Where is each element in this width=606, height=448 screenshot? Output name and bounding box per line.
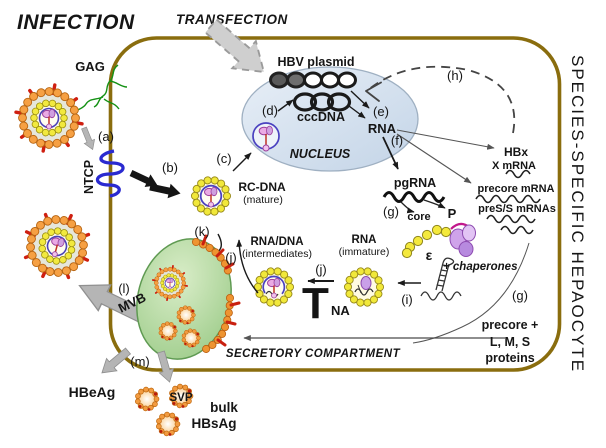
ntcp-receptor [95,149,125,198]
step-c: (c) [216,151,231,166]
capsid-immature-state: (immature) [339,246,390,258]
rcdna-state: (mature) [243,194,283,206]
step-e: (e) [373,104,389,119]
mvb-envelope-patch-2 [202,294,234,353]
gag-label: GAG [75,59,105,74]
arrow-e-transcription [348,105,366,119]
step-j: (j) [225,250,237,265]
hbsag-label: HBsAg [191,416,236,431]
pgrna-squiggle [382,191,446,203]
transcripts: pgRNA core P HBx X mRNA precore mRNA pre… [382,129,556,235]
p-label: P [448,206,457,221]
nucleus: NUCLEUS HBV plasmid cccDNA RNA [241,55,419,172]
step-j2: (j) [315,262,327,277]
arrow-plasmid-to-rna [350,90,370,109]
arc-h-dashed [365,65,516,134]
press-mrnas-label: preS/S mRNAs [478,203,556,215]
arrow-d [277,99,294,112]
incoming-capsid-in-nucleus [252,122,280,152]
hepatocyte-membrane [108,36,562,372]
capsid-rna-dna-intermediate [256,269,293,306]
capsid-intermediate-state: (intermediates) [242,248,312,260]
p-protein-chaperones [449,222,476,257]
x-mrna-label: X mRNA [492,160,536,172]
svp-label: SVP [169,392,192,404]
capsid-immature-label: RNA [352,234,377,246]
capsid-rcdna-mature [193,178,230,215]
x-mrna-squiggle [505,169,531,179]
arrow-rna-to-precore [396,133,472,184]
step-h: (h) [447,68,463,83]
capsid-rna-immature [346,269,383,306]
step-f: (f) [391,133,403,148]
arrow-rna-to-xmrna [396,129,495,150]
transfection-title: TRANSFECTION [176,12,288,27]
cccdna-label: cccDNA [297,110,345,124]
bulk-label: bulk [210,400,238,415]
core-label: core [407,211,430,223]
arrow-a [78,125,99,152]
hbeag-label: HBeAg [69,384,116,400]
cccdna-chain [292,92,352,112]
step-b: (b) [162,160,178,175]
infection-title: INFECTION [17,11,135,34]
epsilon-label: ε [426,247,433,263]
capsid-intermediate-label: RNA/DNA [250,236,303,248]
arrow-f-pgrna [382,136,399,170]
chaperones-label: + chaperones [443,261,517,273]
nucleus-label: NUCLEUS [290,147,351,161]
hbv-plasmid-chain [269,71,357,89]
epsilon-stem-loop [420,257,462,301]
precore-proteins-line1: precore + [482,318,539,332]
step-m: (m) [130,354,150,369]
arrow-pgrna-to-p [423,199,446,209]
mvb-body [136,234,241,360]
core-subunit-dots [401,224,452,259]
step-g2: (g) [512,288,528,303]
precore-mrna-label: precore mRNA [477,183,554,195]
arrow-j1-curved [236,239,259,294]
press-squiggle-2 [500,225,534,235]
virion-extracellular-top [16,85,82,151]
svp-particle-3 [157,413,179,436]
precore-proteins-line2: L, M, S [490,335,530,349]
pgrna-label: pgRNA [394,176,436,190]
step-a: (a) [98,129,114,144]
ntcp-label: NTCP [82,160,96,194]
tna-inhibitor-symbol: T [302,279,329,328]
hbv-plasmid-label: HBV plasmid [277,55,354,69]
assembly: ε + chaperones [397,222,517,301]
arrow-c [232,152,252,172]
svp-particle-1 [136,388,158,411]
step-d: (d) [262,103,278,118]
step-i: (i) [401,292,413,307]
press-squiggle-1 [486,214,536,224]
step-l: (l) [118,281,130,296]
step-g: (g) [383,204,399,219]
step-k: (k) [194,224,209,239]
secretory-compartment-label: SECRETORY COMPARTMENT [226,348,401,360]
rcdna-label: RC-DNA [238,180,286,194]
arrow-pgrna-to-core [400,201,415,214]
mvb-envelope-patch-1 [192,238,233,280]
tna-inhibitor-subscript: NA [331,303,350,318]
step-labels: (a) (b) (c) (d) (e) (f) (g) (g) (h) (i) … [98,68,528,369]
hbx-label: HBx [504,145,528,159]
secretory-boundary-curve [412,242,530,344]
rna-label: RNA [368,121,397,136]
species-specific-hepatocyte-label: SPECIES-SPECIFIC HEPAOCYTE [568,55,587,373]
precore-proteins-line3: proteins [485,351,534,365]
mvb-spikes [201,234,241,347]
virion-extracellular-bottom [17,206,98,287]
precore-mrna-squiggle [475,194,541,204]
